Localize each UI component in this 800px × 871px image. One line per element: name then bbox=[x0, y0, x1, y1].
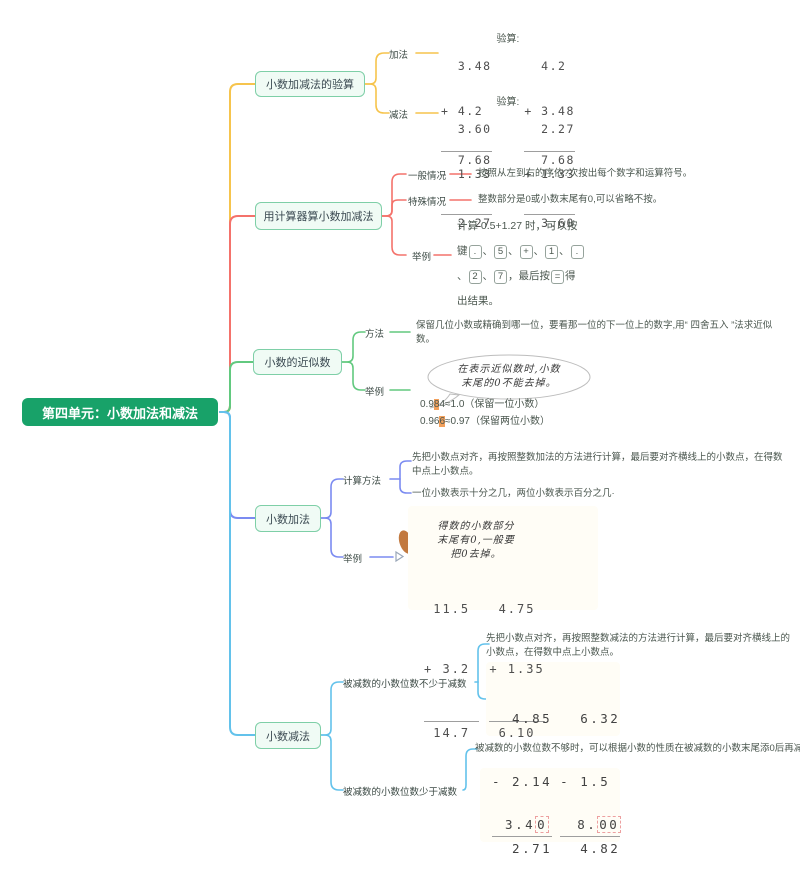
sub-topic-subtraction-case2[interactable]: 被减数的小数位数少于减数 bbox=[343, 787, 458, 798]
check-label: 验算: bbox=[496, 97, 520, 108]
branch-line-subtraction bbox=[219, 411, 256, 736]
verification-add-calc: 3.48 + 4.2 7.68 验算: 4.2 + 3.48 7.68 bbox=[441, 29, 575, 198]
branch-line-calculator bbox=[219, 215, 256, 413]
addition-example-calcs: 11.5 + 3.2 14.7 4.75 + 1.35 6.10 bbox=[424, 559, 545, 783]
branch-node-addition[interactable]: 小数加法 bbox=[255, 505, 321, 532]
equals-key: = bbox=[551, 270, 564, 284]
calc-key: 2 bbox=[468, 270, 482, 284]
sub-topic-subtraction-check[interactable]: 减法 bbox=[389, 110, 409, 121]
approximation-bubble-text: 在表示近似数时,小数 末尾的0不能去掉。 bbox=[457, 364, 561, 389]
branch-node-verification[interactable]: 小数加减法的验算 bbox=[255, 71, 365, 97]
column-calc: 6.32 - 1.5 4.82 bbox=[560, 666, 621, 871]
sub-topic-approximation-example[interactable]: 举例 bbox=[365, 387, 385, 398]
branch-node-approximation[interactable]: 小数的近似数 bbox=[253, 349, 342, 375]
subtraction-case1-photo bbox=[486, 662, 620, 736]
approximation-method-text[interactable]: 保留几位小数或精确到哪一位，要看那一位的下一位上的数字,用“ 四舍五入 ”法求近… bbox=[416, 320, 773, 345]
sub-topic-approximation-method[interactable]: 方法 bbox=[365, 329, 385, 340]
approximation-example-1[interactable]: 0.984≈1.0（保留一位小数） bbox=[420, 399, 545, 410]
column-calc: 3.60 - 1.33 2.27 bbox=[441, 122, 492, 230]
column-calc: 8.00 - 1.58 6.42 bbox=[557, 816, 622, 833]
calc-key: 1 bbox=[545, 245, 558, 259]
branch-line-approximation bbox=[219, 361, 254, 413]
general-case-text[interactable]: 按照从左到右的序依?次按出每个数字和运算符号。 bbox=[478, 168, 693, 179]
branch-node-calculator[interactable]: 用计算器算小数加减法 bbox=[255, 202, 382, 230]
root-node[interactable]: 第四单元：小数加法和减法 bbox=[22, 398, 218, 426]
calc-key: + bbox=[519, 245, 533, 259]
highlighted-digit: 6 bbox=[439, 416, 446, 427]
image-marker-icon bbox=[395, 550, 405, 563]
check-label: 验算: bbox=[496, 34, 520, 45]
calc-key: 7 bbox=[494, 270, 507, 284]
sub-topic-subtraction-case1[interactable]: 被减数的小数位数不少于减数 bbox=[343, 679, 467, 690]
verification-sub-calc: 3.60 - 1.33 2.27 验算: 2.27 + 1.33 3.60 bbox=[441, 92, 575, 261]
approximation-example-2[interactable]: 0.966≈0.97（保留两位小数） bbox=[420, 416, 550, 427]
addition-bubble-text: 得数的小数部分 末尾有0,一般要 把0去掉。 bbox=[437, 521, 515, 560]
column-calc: 3.48 + 4.2 7.68 bbox=[441, 59, 492, 167]
subtraction-case1-calcs: 4.85 - 2.14 2.71 6.32 - 1.5 4.82 bbox=[492, 666, 621, 871]
sub-topic-general-case[interactable]: 一般情况 bbox=[408, 171, 447, 182]
column-calc: 11.5 + 3.2 14.7 bbox=[424, 559, 480, 783]
subtraction-case2-calcs: 3.40 - 1.72 1.68 8.00 - 1.58 6.42 bbox=[485, 772, 622, 871]
column-calc: 4.85 - 2.14 2.71 bbox=[492, 666, 553, 871]
sub-topic-addition-method[interactable]: 计算方法 bbox=[343, 476, 382, 487]
approximation-sub-lines bbox=[341, 331, 411, 391]
added-zero-highlight: 00 bbox=[597, 816, 622, 833]
special-case-text[interactable]: 整数部分是0或小数末尾有0,可以省略不按。 bbox=[478, 194, 663, 205]
calc-key: . bbox=[570, 245, 584, 259]
calculator-example-text[interactable]: 计算 0.5+1.27 时，可以按键.、5、+、1、.、2、7，最后按=得出结果… bbox=[457, 214, 585, 314]
branch-node-subtraction[interactable]: 小数减法 bbox=[255, 722, 321, 749]
sub-topic-special-case[interactable]: 特殊情况 bbox=[408, 197, 447, 208]
column-calc: 3.40 - 1.72 1.68 bbox=[485, 816, 550, 833]
addition-method-text-2[interactable]: 一位小数表示十分之几，两位小数表示百分之几· bbox=[412, 488, 615, 499]
sub-topic-addition-check[interactable]: 加法 bbox=[389, 50, 409, 61]
subtraction-case2-photo bbox=[480, 768, 620, 842]
calc-key: 5 bbox=[494, 245, 507, 259]
subtraction-case2-text[interactable]: 被减数的小数位数不够时，可以根据小数的性质在被减数的小数末尾添0后再减。 bbox=[475, 743, 800, 754]
branch-line-addition bbox=[219, 411, 256, 519]
sub-topic-calculator-example[interactable]: 举例 bbox=[412, 252, 432, 263]
calc-key: . bbox=[468, 245, 482, 259]
added-zero-highlight: 0 bbox=[535, 816, 550, 833]
addition-method-text-1[interactable]: 先把小数点对齐，再按照整数加法的方法进行计算，最后要对齐横线上的小数点，在得数中… bbox=[412, 452, 783, 477]
column-calc: 4.2 + 3.48 7.68 bbox=[524, 59, 575, 167]
sub-topic-addition-example[interactable]: 举例 bbox=[343, 554, 363, 565]
subtraction-case1-text[interactable]: 先把小数点对齐，再按照整数减法的方法进行计算，最后要对齐横线上的小数点，在得数中… bbox=[486, 633, 791, 658]
branch-line-verification bbox=[219, 83, 256, 413]
column-calc: 4.75 + 1.35 6.10 bbox=[489, 559, 545, 783]
column-calc: 2.27 + 1.33 3.60 bbox=[524, 122, 575, 230]
verification-sub-lines bbox=[364, 52, 439, 114]
example-text-segment: 计算 0.5+1.27 时，可以按键 bbox=[457, 220, 578, 257]
